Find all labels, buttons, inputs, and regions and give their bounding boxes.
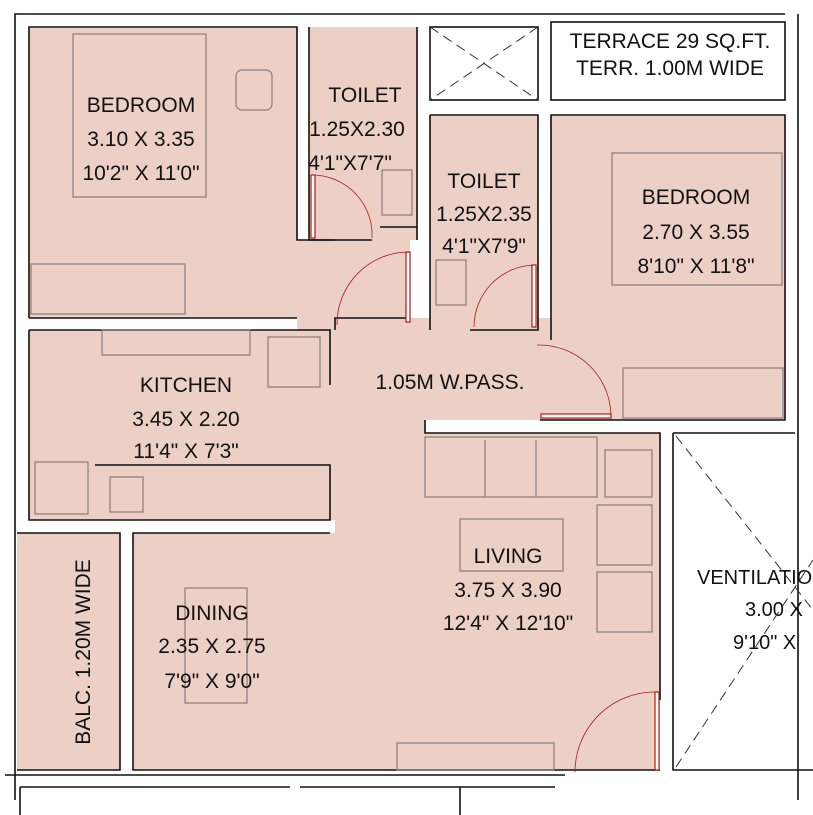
kitchen-unit (109, 476, 144, 513)
room-fills (17, 27, 785, 770)
main-door (654, 691, 660, 771)
toilet1-label: TOILET 1.25X2.30 4'1"X7'7" (308, 84, 405, 175)
bedroom1-door (405, 251, 411, 323)
kitchen-label: KITCHEN 3.45 X 2.20 11'4" X 7'3" (132, 374, 239, 463)
toilet1-door (310, 174, 316, 239)
toilet1-name: TOILET (328, 84, 401, 107)
bedroom1-area (29, 27, 297, 318)
furniture (30, 33, 784, 771)
dining-label: DINING 2.35 X 2.75 7'9" X 9'0" (158, 602, 265, 693)
terrace-width: TERR. 1.00M WIDE (576, 57, 764, 80)
bedroom2-door (540, 413, 612, 419)
ventilation-label: VENTILATIO 3.00 X 9'10" X (697, 567, 812, 654)
kitchen-counter (101, 329, 251, 356)
toilet2-metric: 1.25X2.35 (436, 203, 532, 226)
armchair1 (596, 504, 653, 566)
bedroom1-metric: 3.10 X 3.35 (87, 128, 194, 151)
dining-metric: 2.35 X 2.75 (158, 635, 265, 658)
toilet2-area (430, 115, 538, 330)
toilet2-label: TOILET 1.25X2.35 4'1"X7'9" (436, 170, 532, 258)
toilet1-imperial: 4'1"X7'7" (308, 152, 392, 175)
bedroom2-label: BEDROOM 2.70 X 3.55 8'10" X 11'8" (637, 186, 754, 278)
bedroom2-metric: 2.70 X 3.55 (642, 221, 749, 244)
living-label: LIVING 3.75 X 3.90 12'4" X 12'10" (443, 545, 573, 635)
toilet1-metric: 1.25X2.30 (309, 118, 405, 141)
bed1 (72, 33, 207, 198)
kitchen-stove (34, 461, 89, 515)
dining-imperial: 7'9" X 9'0" (164, 670, 259, 693)
dining-name: DINING (175, 602, 249, 625)
coffee-table (459, 518, 564, 572)
passage-upper-area (297, 240, 410, 330)
outer-wall (14, 13, 799, 800)
toilet1-area (309, 27, 417, 240)
kitchen-sink (267, 336, 321, 388)
ventilation-metric: 3.00 X (745, 599, 803, 621)
toilet2-door (531, 264, 537, 328)
kitchen-metric: 3.45 X 2.20 (132, 408, 239, 431)
doors (310, 174, 660, 773)
bedroom1-name: BEDROOM (87, 94, 196, 117)
balcony-area (17, 533, 120, 770)
side-table (604, 449, 653, 498)
bedroom1-label: BEDROOM 3.10 X 3.35 10'2" X 11'0" (82, 94, 199, 185)
bed2 (611, 152, 783, 286)
terrace-label: TERRACE 29 SQ.FT. TERR. 1.00M WIDE (570, 30, 771, 80)
walls (5, 21, 813, 815)
toilet2-name: TOILET (447, 170, 520, 193)
bedroom2-name: BEDROOM (642, 186, 751, 209)
wardrobe2 (622, 367, 784, 419)
living-metric: 3.75 X 3.90 (454, 579, 561, 602)
tv-unit (396, 742, 555, 771)
terrace (550, 21, 786, 101)
kitchen-area (29, 330, 335, 520)
ventilation-name: VENTILATIO (697, 567, 812, 589)
ventilation-imperial: 9'10" X (733, 632, 796, 654)
ventilation-cross (675, 435, 813, 768)
sofa (424, 436, 598, 498)
passage-link-area (335, 330, 425, 533)
shaft (429, 26, 539, 101)
balcony-label: BALC. 1.20M WIDE (72, 559, 95, 745)
kitchen-name: KITCHEN (140, 374, 232, 397)
bedroom1-imperial: 10'2" X 11'0" (82, 162, 199, 185)
terrace-area: TERRACE 29 SQ.FT. (570, 30, 771, 53)
basin2 (435, 259, 467, 306)
basin1 (381, 169, 413, 216)
living-area (420, 433, 660, 770)
bedroom2-imperial: 8'10" X 11'8" (637, 255, 754, 278)
toilet2-imperial: 4'1"X7'9" (442, 235, 526, 258)
chair (235, 69, 273, 111)
living-imperial: 12'4" X 12'10" (443, 612, 573, 635)
kitchen-imperial: 11'4" X 7'3" (133, 440, 238, 463)
bedroom2-area (551, 115, 785, 420)
armchair2 (596, 571, 653, 633)
passage-label: 1.05M W.PASS. (376, 371, 525, 394)
living-name: LIVING (474, 545, 543, 568)
dining-area (133, 533, 423, 770)
wardrobe1 (30, 263, 186, 315)
dining-table (184, 587, 248, 704)
passage-area (410, 318, 551, 420)
